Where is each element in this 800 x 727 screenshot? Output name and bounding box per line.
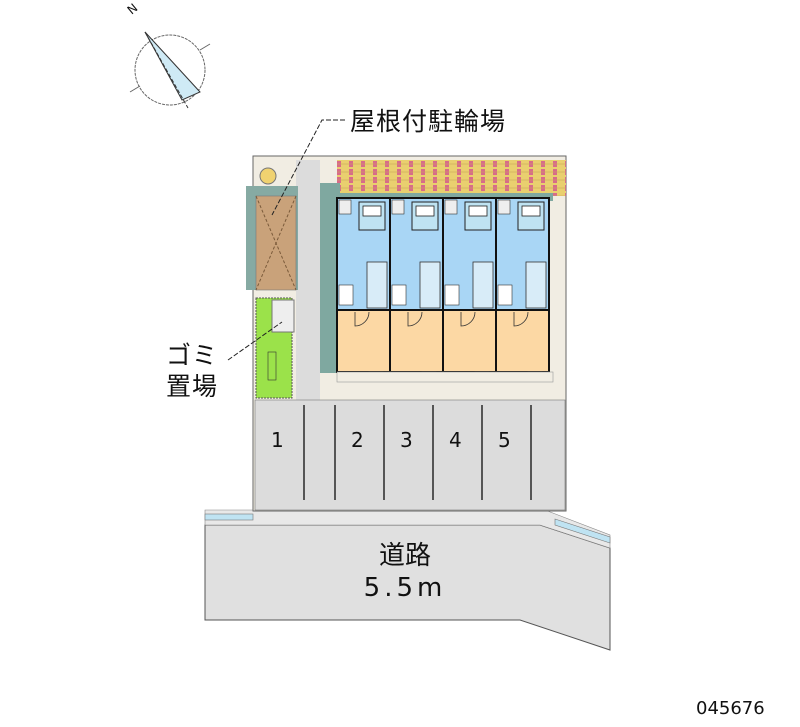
building-units (336, 197, 550, 381)
parking-space-number: 5 (498, 428, 511, 452)
bicycle-roof (337, 160, 566, 196)
apartment-unit (495, 197, 550, 381)
road-label: 道路 5.5m (330, 540, 480, 604)
garbage-leader-line (227, 321, 283, 361)
parking-space-number: 3 (400, 428, 413, 452)
parking-space-number: 1 (271, 428, 284, 452)
bicycle-parking-label: 屋根付駐輪場 (350, 107, 507, 136)
garbage-label-line1: ゴミ (166, 341, 219, 370)
property-id: 045676 (696, 698, 765, 719)
parking-space-number: 4 (449, 428, 462, 452)
garbage-box (271, 299, 295, 333)
road-width: 5.5m (363, 573, 447, 603)
walkway (296, 160, 320, 400)
parking-area (254, 399, 566, 511)
garbage-label-line2: 置場 (166, 372, 219, 401)
parking-space-number: 2 (351, 428, 364, 452)
gutter-right (554, 518, 611, 544)
apartment-unit (389, 197, 444, 381)
meter-icon (259, 167, 277, 185)
compass-icon (129, 31, 211, 109)
bike-leader-line (271, 119, 345, 216)
apartment-unit (336, 197, 391, 381)
parking-lines (303, 405, 532, 500)
gutter-left (204, 513, 254, 521)
apartment-unit (442, 197, 497, 381)
building-wall-teal (320, 183, 340, 373)
road-name: 道路 (378, 541, 431, 571)
